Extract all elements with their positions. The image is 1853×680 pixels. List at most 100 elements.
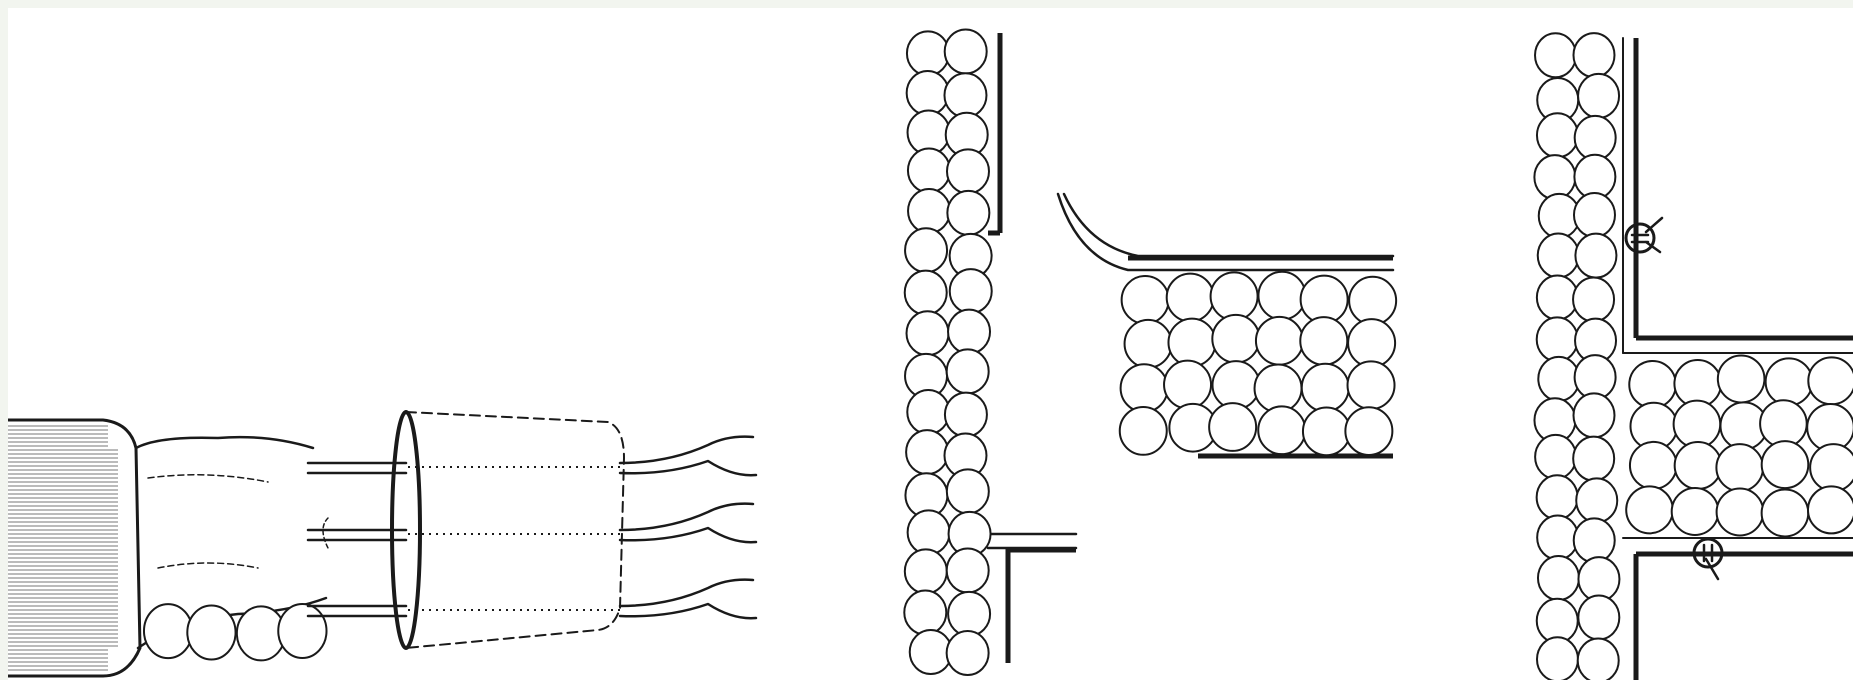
fat-lobule <box>1255 364 1302 412</box>
fat-lobule <box>1574 518 1615 562</box>
fat-lobule <box>1575 234 1616 278</box>
fat-lobule <box>278 604 326 658</box>
fat-lobule <box>1674 401 1721 448</box>
fat-lobule <box>1122 276 1169 324</box>
knot-icon <box>1626 218 1662 252</box>
fat-lobule <box>1303 407 1350 455</box>
fat-lobule <box>947 191 989 235</box>
fat-lobule <box>1573 33 1614 77</box>
panel-tube-sutures <box>8 412 756 676</box>
fat-lobule <box>1537 637 1578 680</box>
fat-lobule <box>1535 33 1576 77</box>
fat-lobule <box>1535 435 1576 479</box>
fat-lobule <box>908 510 950 554</box>
fat-lobule <box>1808 486 1853 533</box>
fat-lobule <box>1538 234 1579 278</box>
fat-lobule <box>1168 319 1215 367</box>
fat-lobule <box>1125 320 1172 368</box>
fat-lobule <box>1348 319 1395 367</box>
fat-lobule <box>904 590 946 634</box>
fat-lobule <box>1300 317 1347 365</box>
fat-lobule <box>908 189 950 233</box>
fat-lobule <box>187 606 235 660</box>
fat-lobule <box>905 228 947 272</box>
fat-lobule <box>1348 361 1395 409</box>
fat-lobule <box>948 310 990 354</box>
fat-lobule <box>945 29 987 73</box>
panel-separated-segments <box>904 29 1396 675</box>
fat-block <box>1626 355 1853 536</box>
fat-lobule <box>1574 193 1615 237</box>
fat-lobule <box>945 393 987 437</box>
fat-lobule <box>944 73 986 117</box>
fat-lobule <box>1810 444 1853 491</box>
fat-lobule <box>910 630 952 674</box>
fat-lobule <box>1534 155 1575 199</box>
fat-lobule <box>1120 407 1167 455</box>
sutures <box>308 437 756 619</box>
ribbed-cuff <box>8 420 140 676</box>
fat-lobule <box>1762 489 1809 536</box>
fat-lobule <box>905 549 947 593</box>
fat-lobule <box>907 71 949 115</box>
fat-lobule <box>1578 638 1619 680</box>
fat-lobule <box>907 311 949 355</box>
fat-lobule <box>1629 361 1676 408</box>
fat-lobule <box>1575 116 1616 160</box>
fat-lobule <box>1578 74 1619 118</box>
fat-lobule <box>948 592 990 636</box>
fat-lobule <box>1537 113 1578 157</box>
fat-lobule <box>1808 357 1853 404</box>
fat-lobule <box>1578 595 1619 639</box>
fat-lobule <box>1537 516 1578 560</box>
fat-lobule <box>1760 400 1807 447</box>
fat-lobule <box>1766 358 1813 405</box>
fat-lobule <box>1573 278 1614 322</box>
fat-lobule <box>1258 272 1305 320</box>
fat-lobule <box>908 148 950 192</box>
branch-stub <box>988 534 1076 548</box>
fat-lobule <box>1258 406 1305 454</box>
fat-lobule <box>1537 317 1578 361</box>
fat-lobule <box>1213 361 1260 409</box>
fat-lobule <box>1716 444 1763 491</box>
fat-lobule <box>1538 357 1579 401</box>
mucosa-texture <box>144 604 327 660</box>
fat-lobule <box>1762 441 1809 488</box>
fat-lobule <box>1573 393 1614 437</box>
fat-lobule <box>1167 274 1214 322</box>
fat-lobule <box>905 271 947 315</box>
fat-lobule <box>1537 599 1578 643</box>
fat-lobule <box>1718 355 1765 402</box>
fat-lobule <box>1573 437 1614 481</box>
fat-lobule <box>907 390 949 434</box>
fat-lobule <box>1345 407 1392 455</box>
fat-lobule <box>1164 361 1211 409</box>
fat-lobule <box>1576 478 1617 522</box>
illustration <box>8 8 1853 680</box>
fat-column <box>1534 33 1619 680</box>
fat-lobule <box>1672 488 1719 535</box>
fat-lobule <box>947 149 989 193</box>
collar-ring <box>392 412 624 648</box>
fat-column <box>904 29 991 675</box>
fat-lobule <box>1538 556 1579 600</box>
fat-lobule <box>1349 277 1396 325</box>
figure-canvas <box>8 8 1853 680</box>
fat-lobule <box>1717 488 1764 535</box>
fat-lobule <box>1537 475 1578 519</box>
fat-block <box>1120 272 1396 455</box>
fat-lobule <box>1256 317 1303 365</box>
fat-lobule <box>1537 275 1578 319</box>
fat-lobule <box>1626 486 1673 533</box>
fat-lobule <box>1630 442 1677 489</box>
fat-lobule <box>1578 557 1619 601</box>
panel-anastomosed <box>1534 33 1853 680</box>
fat-lobule <box>906 430 948 474</box>
fat-lobule <box>947 349 989 393</box>
fat-lobule <box>1121 364 1168 412</box>
fat-lobule <box>1212 315 1259 363</box>
knot-icon <box>1694 539 1722 579</box>
fat-lobule <box>907 31 949 75</box>
fat-lobule <box>1302 364 1349 412</box>
